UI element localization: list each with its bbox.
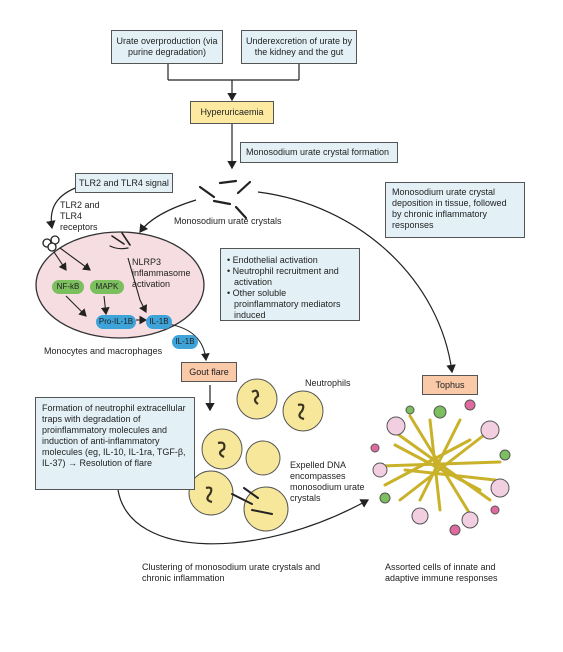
il1b-inner-pill: IL-1B (146, 315, 172, 329)
il1b-outer-pill: IL-1B (172, 335, 198, 349)
connector-top (167, 63, 300, 170)
msu-formation-box: Monosodium urate crystal formation (240, 142, 398, 163)
effect-item: • Neutrophil recruitment and activation (227, 266, 339, 287)
neutrophil-nuclei (205, 389, 305, 504)
mapk-pill: MAPK (90, 280, 124, 294)
expelled-dna-label: Expelled DNA encompasses monosodium urat… (290, 460, 365, 503)
effect-item: • Other soluble proinflammatory mediator… (227, 288, 341, 320)
tlr-receptors-label: TLR2 and TLR4 receptors (60, 200, 100, 232)
tophus-cluster (370, 399, 511, 536)
underexcretion-box: Underexcretion of urate by the kidney an… (241, 30, 357, 64)
msu-crystals-label: Monosodium urate crystals (174, 216, 282, 226)
assorted-cells-label: Assorted cells of innate and adaptive im… (385, 562, 498, 583)
arrow-clustering (117, 489, 370, 545)
arrow-crystals-to-tophus (257, 191, 456, 374)
tophus-box: Tophus (422, 375, 478, 395)
nfkb-pill: NF-kB (52, 280, 84, 294)
nlrp3-label: NLRP3 inflammasome activation (132, 257, 191, 289)
net-formation-box: Formation of neutrophil extracellular tr… (35, 397, 195, 490)
gout-flare-box: Gout flare (181, 362, 237, 382)
clustering-label: Clustering of monosodium urate crystals … (142, 562, 321, 583)
tlr-signal-box: TLR2 and TLR4 signal (75, 173, 173, 193)
effect-item: • Endothelial activation (227, 255, 318, 265)
deposition-box: Monosodium urate crystal deposition in t… (385, 182, 525, 238)
msu-crystals-icon (198, 179, 252, 220)
effects-box: • Endothelial activation • Neutrophil re… (220, 248, 360, 321)
monocytes-label: Monocytes and macrophages (44, 346, 163, 356)
urate-overproduction-box: Urate overproduction (via purine degrada… (111, 30, 223, 64)
crystal-in-cell-icon (109, 232, 131, 250)
pro-il1b-pill: Pro-IL-1B (96, 315, 136, 329)
arrow-crystals-to-cell (139, 199, 197, 233)
hyperuricaemia-box: Hyperuricaemia (190, 101, 274, 124)
receptor-icon (42, 235, 60, 252)
expelled-dna-icon (231, 487, 273, 515)
neutrophils-label: Neutrophils (305, 378, 351, 388)
